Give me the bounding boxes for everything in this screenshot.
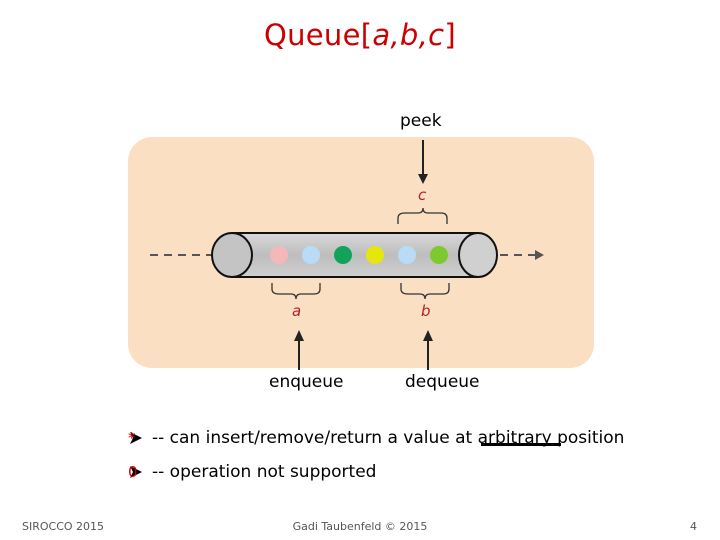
brace-c [397, 207, 448, 224]
bullet-symbol: 0 [128, 463, 138, 481]
queue-ball [334, 246, 352, 264]
peek-arrow-head [418, 174, 428, 184]
bullet-not-supported: 0 -- operation not supported [128, 462, 376, 482]
queue-ball [430, 246, 448, 264]
var-c-label: c [418, 186, 427, 204]
dequeue-arrow-head [423, 330, 433, 341]
axis-arrow-head [535, 250, 544, 260]
footer-author: Gadi Taubenfeld © 2015 [292, 520, 428, 533]
title-prefix: Queue[ [263, 18, 373, 52]
queue-balls [270, 246, 448, 264]
var-a-label: a [292, 302, 302, 320]
footer-page-number: 4 [690, 520, 697, 533]
title-suffix: ] [444, 18, 457, 52]
brace-b [400, 283, 450, 300]
bullet-symbol: * [128, 429, 136, 447]
slide-title: Queue[a,b,c] [0, 18, 720, 52]
bullet-text-pre: -- can insert/remove/return a value at [152, 428, 478, 448]
title-args: a,b,c [372, 18, 445, 52]
queue-ball [398, 246, 416, 264]
bullet-text-pre: -- operation not supported [152, 462, 377, 482]
tube-left-cap-hidden-edge [231, 232, 253, 278]
dequeue-label: dequeue [405, 372, 480, 392]
enqueue-arrow-head [294, 330, 304, 341]
brace-a [271, 283, 321, 300]
tube-right-cap [458, 232, 498, 278]
queue-ball [270, 246, 288, 264]
enqueue-label: enqueue [269, 372, 344, 392]
footer-conference: SIROCCO 2015 [22, 520, 105, 533]
bullet-text-post: position [551, 428, 625, 448]
queue-ball [366, 246, 384, 264]
peek-label: peek [400, 111, 442, 131]
arbitrary-underline [481, 443, 561, 446]
bullet-arrow-icon [130, 466, 142, 478]
bullet-arrow-icon [130, 432, 142, 444]
var-b-label: b [421, 302, 431, 320]
queue-ball [302, 246, 320, 264]
